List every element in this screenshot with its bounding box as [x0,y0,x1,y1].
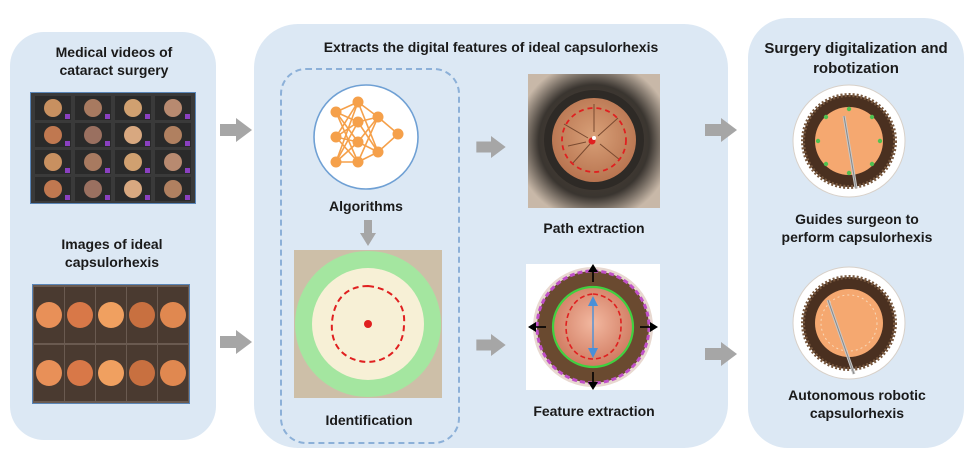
autonomous-surgery-image [792,266,906,380]
ideal-images-grid [32,284,190,404]
video-thumbnail-marker [105,141,110,146]
feature-extraction-label: Feature extraction [533,403,655,419]
algorithm-dashed-box [280,68,460,444]
images-title: Images of ideal capsulorhexis [61,236,163,270]
neural-network-icon [313,84,419,190]
extraction-title: Extracts the digital features of ideal c… [323,39,659,55]
video-thumbnail-marker [65,114,70,119]
ideal-thumbnail-lens [160,302,186,328]
video-thumbnail-eye [44,180,62,198]
video-thumbnail-eye [164,99,182,117]
video-thumbnail-marker [145,141,150,146]
video-thumbnail-eye [124,126,142,144]
ideal-thumbnail-lens [67,302,93,328]
ideal-capsulorhexis-thumbnails [34,287,188,401]
video-thumbnail-marker [185,114,190,119]
ideal-thumbnail-lens [98,360,124,386]
ideal-thumbnail-lens [98,302,124,328]
arrow-to-feature-extraction [476,334,506,356]
guided-surgery-image [792,84,906,198]
video-thumbnail-marker [105,168,110,173]
guide-surgeon-label: Guides surgeon to perform capsulorhexis [781,211,933,245]
path-extraction-image [528,74,660,208]
ideal-thumbnail-lens [36,302,62,328]
algorithms-label: Algorithms [329,198,403,214]
ideal-thumbnail-lens [129,302,155,328]
video-thumbnail-eye [84,126,102,144]
video-thumbnail-eye [44,153,62,171]
arrow-videos-to-extraction [220,118,252,142]
video-thumbnail-eye [84,99,102,117]
video-thumbnail-eye [124,99,142,117]
path-extraction-label: Path extraction [543,220,645,236]
video-thumbnail-eye [164,180,182,198]
video-thumbnail-marker [185,195,190,200]
video-thumbnail-eye [124,180,142,198]
video-thumbnail-marker [105,114,110,119]
video-frames-grid [30,92,196,204]
video-thumbnail-marker [105,195,110,200]
identification-image [294,250,442,398]
video-thumbnail-eye [84,153,102,171]
video-thumbnail-eye [44,126,62,144]
video-thumbnail-marker [185,168,190,173]
video-thumbnails [35,96,191,201]
video-thumbnail-marker [145,114,150,119]
output-title: Surgery digitalization and robotization [764,40,948,77]
autonomous-label: Autonomous robotic capsulorhexis [788,387,926,421]
videos-title: Medical videos of cataract surgery [55,44,173,78]
video-thumbnail-eye [164,126,182,144]
video-thumbnail-eye [44,99,62,117]
arrow-algorithms-to-identification [360,220,376,246]
video-thumbnail-marker [65,195,70,200]
video-thumbnail-eye [84,180,102,198]
ideal-thumbnail-lens [160,360,186,386]
video-thumbnail-marker [185,141,190,146]
identification-label: Identification [325,412,413,428]
arrow-to-guidance [705,118,737,142]
video-thumbnail-marker [65,141,70,146]
arrow-to-autonomous [705,342,737,366]
feature-extraction-image [526,264,660,390]
ideal-thumbnail-lens [129,360,155,386]
ideal-thumbnail-lens [67,360,93,386]
video-thumbnail-marker [65,168,70,173]
ideal-thumbnail-lens [36,360,62,386]
arrow-images-to-extraction [220,330,252,354]
video-thumbnail-marker [145,195,150,200]
arrow-to-path-extraction [476,136,506,158]
video-thumbnail-eye [164,153,182,171]
video-thumbnail-marker [145,168,150,173]
video-thumbnail-eye [124,153,142,171]
